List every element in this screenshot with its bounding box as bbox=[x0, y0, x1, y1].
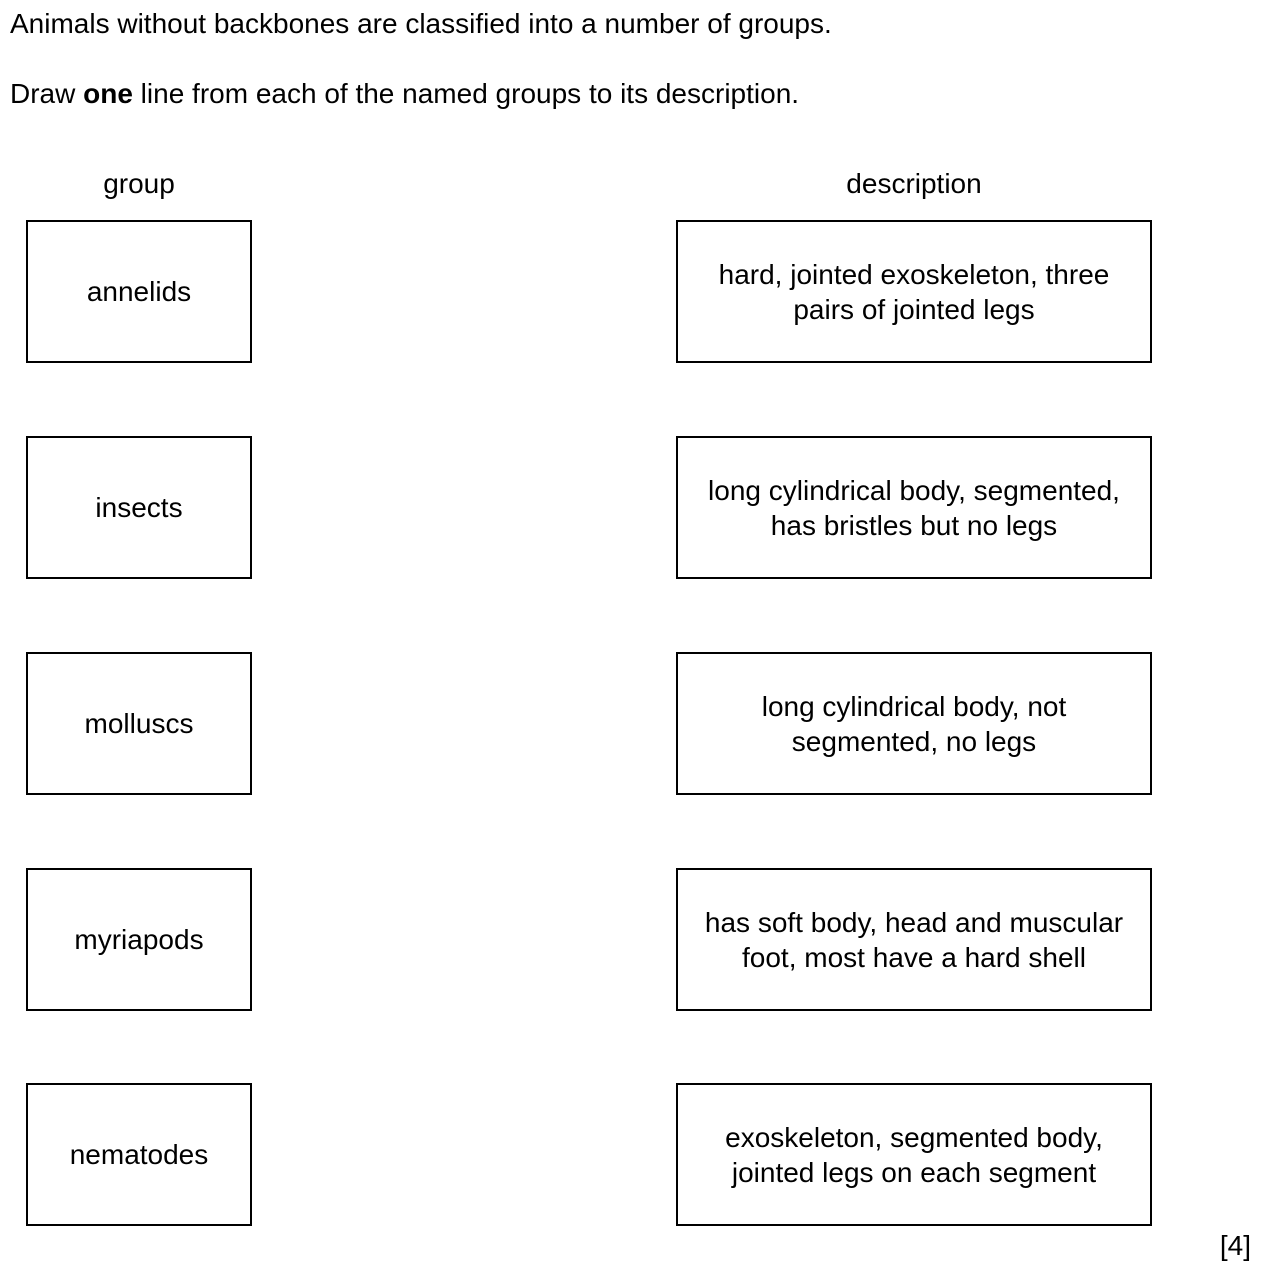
description-1-line-1: hard, jointed exoskeleton, three bbox=[718, 258, 1110, 290]
question-instruction: Draw one line from each of the named gro… bbox=[10, 76, 799, 112]
marks-indicator: [4] bbox=[1219, 1230, 1251, 1261]
description-text-1: hard, jointed exoskeleton, three pairs o… bbox=[719, 257, 1110, 327]
question-intro: Animals without backbones are classified… bbox=[10, 8, 832, 39]
description-1-line-2: pairs of jointed legs bbox=[793, 293, 1035, 325]
group-box-molluscs[interactable]: molluscs bbox=[26, 652, 252, 795]
instruction-emphasis: one bbox=[83, 78, 133, 109]
description-3-line-2: segmented, no legs bbox=[791, 725, 1037, 757]
group-box-myriapods[interactable]: myriapods bbox=[26, 868, 252, 1011]
group-box-nematodes[interactable]: nematodes bbox=[26, 1083, 252, 1226]
description-text-2: long cylindrical body, segmented, has br… bbox=[708, 473, 1120, 543]
description-2-line-1: long cylindrical body, segmented, bbox=[708, 474, 1120, 506]
description-box-5[interactable]: exoskeleton, segmented body, jointed leg… bbox=[676, 1083, 1152, 1226]
description-3-line-1: long cylindrical body, not bbox=[761, 690, 1067, 722]
description-4-line-1: has soft body, head and muscular bbox=[704, 906, 1124, 938]
description-text-4: has soft body, head and muscular foot, m… bbox=[705, 905, 1123, 975]
description-2-line-2: has bristles but no legs bbox=[770, 509, 1058, 541]
description-box-1[interactable]: hard, jointed exoskeleton, three pairs o… bbox=[676, 220, 1152, 363]
description-4-line-2: foot, most have a hard shell bbox=[742, 941, 1086, 973]
description-box-4[interactable]: has soft body, head and muscular foot, m… bbox=[676, 868, 1152, 1011]
description-5-line-1: exoskeleton, segmented body, bbox=[725, 1121, 1103, 1153]
description-text-5: exoskeleton, segmented body, jointed leg… bbox=[725, 1120, 1103, 1190]
group-box-insects[interactable]: insects bbox=[26, 436, 252, 579]
description-text-3: long cylindrical body, not segmented, no… bbox=[762, 689, 1067, 759]
description-5-line-2: jointed legs on each segment bbox=[731, 1156, 1097, 1188]
group-box-annelids[interactable]: annelids bbox=[26, 220, 252, 363]
description-box-3[interactable]: long cylindrical body, not segmented, no… bbox=[676, 652, 1152, 795]
description-box-2[interactable]: long cylindrical body, segmented, has br… bbox=[676, 436, 1152, 579]
instruction-text-end: line from each of the named groups to it… bbox=[132, 78, 800, 109]
instruction-text-start: Draw bbox=[10, 78, 84, 109]
description-column-heading: description bbox=[846, 168, 982, 199]
group-column-heading: group bbox=[103, 168, 175, 199]
